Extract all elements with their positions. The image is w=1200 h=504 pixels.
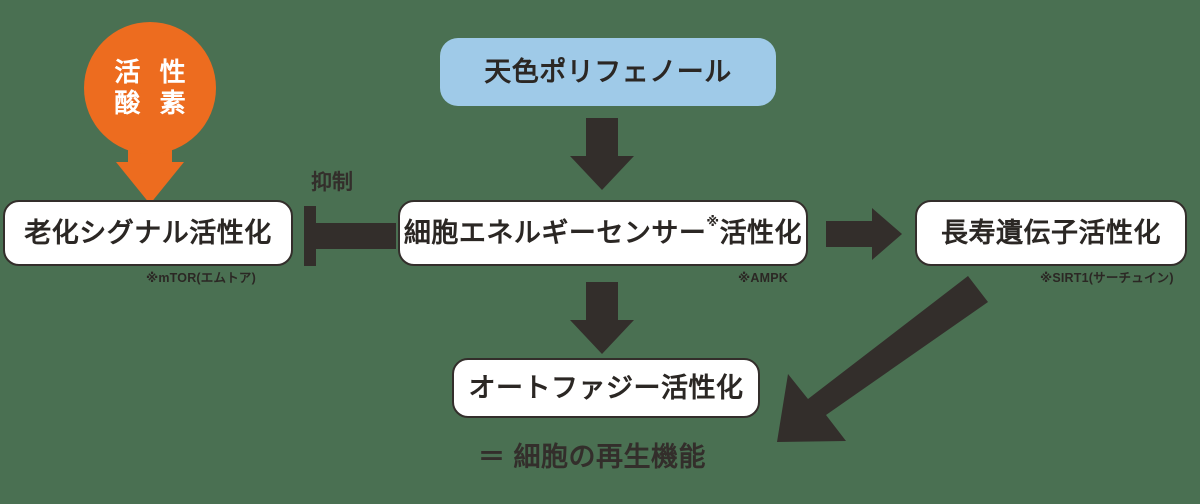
node-aging-signal[interactable]: 老化シグナル活性化	[3, 200, 293, 266]
ros-arrow-head-icon	[116, 162, 184, 204]
node-energy-sensor-label: 細胞エネルギーセンサー※活性化	[403, 215, 803, 248]
tbar-crossbar	[314, 223, 396, 249]
arrow-polyphenol-to-sensor	[570, 118, 634, 190]
node-energy-sensor-superscript: ※	[706, 213, 720, 229]
arrow-head-icon	[570, 156, 634, 190]
footnote-mtor: ※mTOR(エムトア)	[146, 271, 256, 285]
arrow-shaft	[826, 221, 876, 247]
footnote-ampk: ※AMPK	[738, 271, 788, 285]
node-energy-sensor-text-tail: 活性化	[719, 217, 803, 248]
result-caption: ＝ 細胞の再生機能	[478, 442, 707, 472]
ros-label-line2: 酸 素	[114, 88, 192, 118]
node-autophagy-label: オートファジー活性化	[468, 372, 744, 403]
node-energy-sensor-text-main: 細胞エネルギーセンサー	[403, 217, 707, 248]
node-polyphenol-label: 天色ポリフェノール	[484, 56, 732, 87]
footnote-sirt1: ※SIRT1(サーチュイン)	[1040, 271, 1174, 285]
ros-label-line1: 活 性	[114, 57, 192, 88]
arrow-shaft	[586, 118, 618, 156]
arrow-sensor-to-autophagy	[570, 282, 634, 354]
node-energy-sensor[interactable]: 細胞エネルギーセンサー※活性化	[398, 200, 808, 266]
ros-circle: 活 性 酸 素	[84, 22, 216, 154]
arrow-shaft	[586, 282, 618, 320]
node-autophagy[interactable]: オートファジー活性化	[452, 358, 760, 418]
tbar-stem	[304, 206, 316, 266]
inhibition-label: 抑制	[311, 171, 353, 194]
node-longevity-gene[interactable]: 長寿遺伝子活性化	[915, 200, 1187, 266]
arrow-head-icon	[570, 320, 634, 354]
edge-inhibition-tbar	[304, 206, 396, 266]
reactive-oxygen-species-balloon: 活 性 酸 素	[70, 22, 230, 204]
arrow-sensor-to-longevity	[826, 208, 902, 260]
diagonal-arrow-shape	[777, 276, 988, 442]
arrow-head-icon	[872, 208, 902, 260]
node-polyphenol[interactable]: 天色ポリフェノール	[440, 38, 776, 106]
node-longevity-gene-label: 長寿遺伝子活性化	[941, 217, 1161, 248]
node-aging-signal-label: 老化シグナル活性化	[24, 217, 272, 248]
